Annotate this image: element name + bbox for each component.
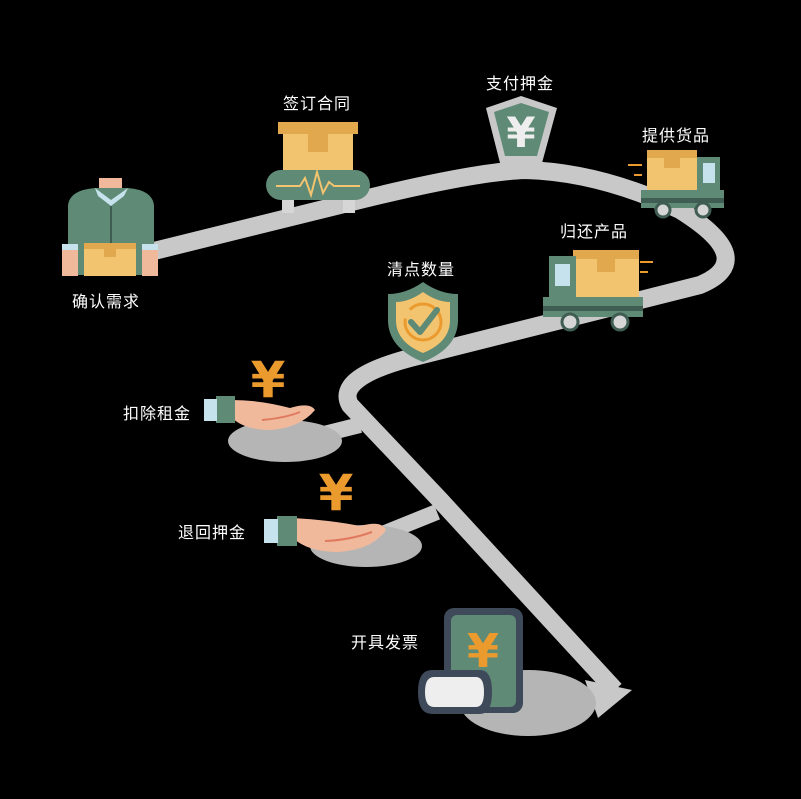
label-refund: 退回押金 (178, 523, 247, 542)
label-count: 清点数量 (387, 260, 456, 279)
label-return: 归还产品 (560, 222, 629, 241)
svg-text:¥: ¥ (319, 464, 354, 522)
box-on-monitor-icon (266, 122, 370, 213)
label-invoice: 开具发票 (351, 633, 420, 652)
svg-text:¥: ¥ (251, 351, 286, 409)
road-path (147, 161, 735, 697)
person-holding-box-icon (62, 178, 158, 276)
delivery-truck-icon (628, 150, 724, 219)
svg-text:¥: ¥ (506, 108, 535, 157)
label-deposit: 支付押金 (486, 74, 555, 93)
label-deliver: 提供货品 (642, 126, 711, 145)
hand-yuan-icon: ¥ (264, 464, 386, 552)
truck-icon (543, 250, 653, 332)
hand-yuan-icon: ¥ (204, 351, 315, 430)
yuan-invoice-icon: ¥ (418, 608, 523, 714)
label-deduct: 扣除租金 (123, 404, 192, 423)
yuan-badge-icon: ¥ (486, 96, 557, 163)
label-confirm: 确认需求 (72, 292, 141, 311)
label-contract: 签订合同 (283, 94, 352, 113)
svg-text:¥: ¥ (467, 624, 499, 678)
shadow-deduct (228, 420, 342, 462)
shield-check-icon (388, 282, 458, 362)
road-end-arrow (585, 680, 632, 718)
